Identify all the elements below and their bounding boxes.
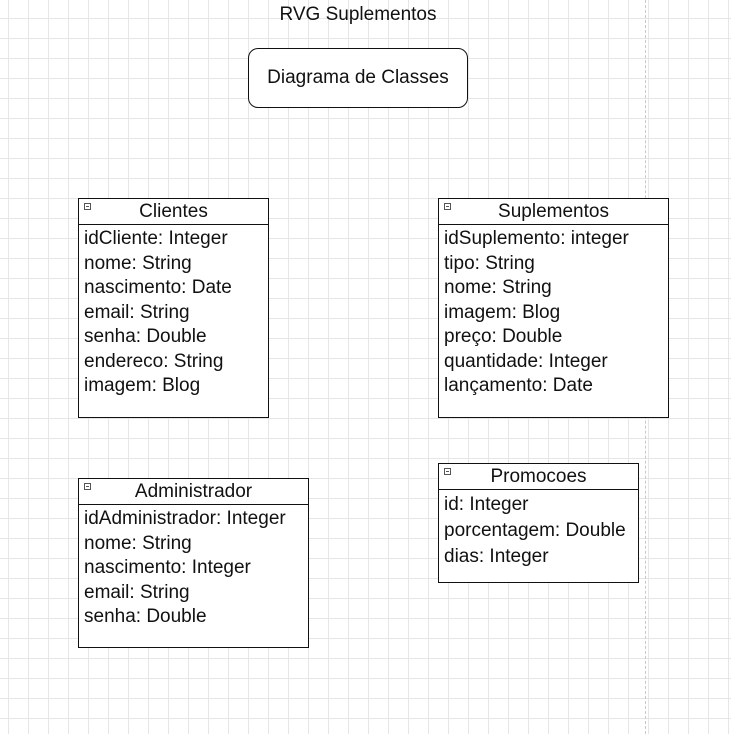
class-attribute[interactable]: nome: String [84,532,192,554]
collapse-icon[interactable] [84,203,91,210]
class-clientes[interactable]: Clientes idCliente: Integer nome: String… [78,198,269,418]
class-attribute[interactable]: nome: String [84,252,192,274]
class-attribute[interactable]: nome: String [444,277,552,298]
class-name: Clientes [139,201,208,222]
class-attribute[interactable]: preço: Double [444,326,563,347]
class-attributes: idSuplemento: integer tipo: String nome:… [439,225,668,399]
class-attribute[interactable]: imagem: Blog [444,301,561,323]
collapse-icon[interactable] [444,203,451,210]
class-administrador[interactable]: Administrador idAdministrador: Integer n… [78,478,309,648]
class-attributes: id: Integer porcentagem: Double dias: In… [439,490,638,570]
class-header[interactable]: Promocoes [439,464,638,490]
class-attribute[interactable]: nascimento: Date [84,277,232,298]
class-attribute[interactable]: lançamento: Date [444,375,593,396]
collapse-icon[interactable] [84,483,91,490]
class-attribute[interactable]: imagem: Blog [84,375,201,396]
diagram-label-text: Diagrama de Classes [267,67,449,88]
class-attribute[interactable]: email: String [84,581,190,603]
class-header[interactable]: Administrador [79,479,308,505]
class-attribute[interactable]: nascimento: Integer [84,557,251,578]
class-attribute[interactable]: idAdministrador: Integer [84,508,286,529]
diagram-label-box[interactable]: Diagrama de Classes [248,48,468,108]
class-attribute[interactable]: porcentagem: Double [444,520,626,541]
class-attribute[interactable]: senha: Double [84,606,207,627]
class-attribute[interactable]: id: Integer [444,494,529,515]
class-name: Promocoes [490,466,587,487]
class-attribute[interactable]: quantidade: Integer [444,350,608,372]
class-promocoes[interactable]: Promocoes id: Integer porcentagem: Doubl… [438,463,639,583]
collapse-icon[interactable] [444,468,451,475]
class-attribute[interactable]: idCliente: Integer [84,228,228,249]
class-attribute[interactable]: endereco: String [84,350,224,372]
class-name: Suplementos [498,201,609,222]
diagram-title: RVG Suplementos [279,4,437,25]
class-attributes: idAdministrador: Integer nome: String na… [79,505,308,630]
class-header[interactable]: Suplementos [439,199,668,225]
class-attribute[interactable]: tipo: String [444,252,535,274]
class-suplementos[interactable]: Suplementos idSuplemento: integer tipo: … [438,198,669,418]
class-attribute[interactable]: dias: Integer [444,546,549,567]
class-name: Administrador [134,481,253,502]
class-header[interactable]: Clientes [79,199,268,225]
class-attributes: idCliente: Integer nome: String nascimen… [79,225,268,399]
class-attribute[interactable]: senha: Double [84,326,207,347]
class-attribute[interactable]: idSuplemento: integer [444,228,629,249]
class-attribute[interactable]: email: String [84,301,190,323]
